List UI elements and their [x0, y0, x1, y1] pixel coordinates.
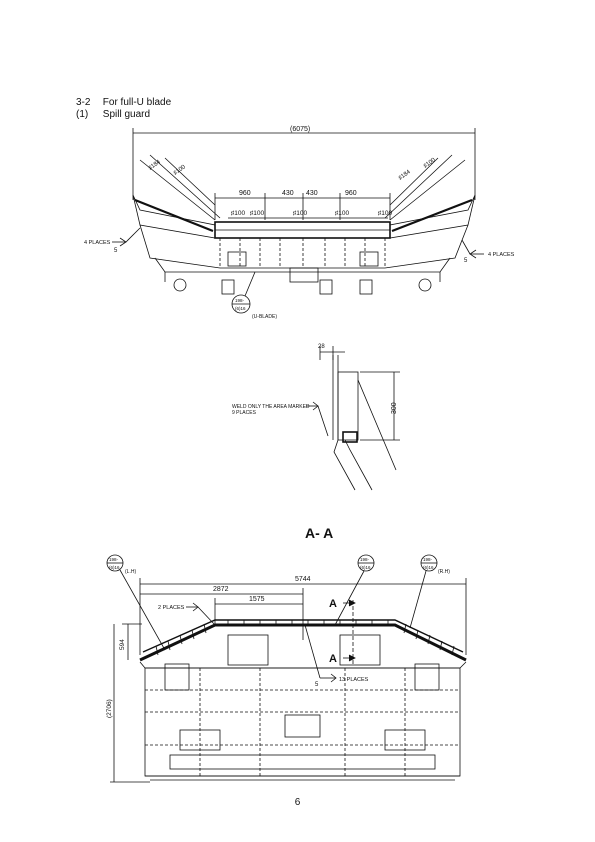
top-callout-sub: (6)16 — [235, 306, 246, 311]
right-pitch-2: ♯100 — [422, 156, 437, 170]
dim-430-right: 430 — [306, 190, 318, 197]
pitch-label-2: ♯100 — [250, 210, 264, 217]
section-title: For full-U blade — [102, 97, 172, 108]
dim-960-left: 960 — [239, 190, 251, 197]
front-left-note: 2 PLACES — [158, 605, 185, 611]
front-callout-3-sub: (6)16 — [423, 565, 434, 570]
front-callout-2-id: 198- — [360, 557, 370, 562]
top-view-drawing: (6075) 960 430 430 960 ♯100 ♯100 ♯100 ♯1… — [84, 126, 515, 320]
section-note-line1: WELD ONLY THE AREA MARKED — [232, 404, 310, 410]
top-callout-label: (U-BLADE) — [252, 314, 277, 320]
right-pitch-1: ♯184 — [397, 168, 412, 182]
top-callout-id: 198- — [235, 298, 245, 303]
front-callout-2-sub: (6)16 — [360, 565, 371, 570]
dim-960-right: 960 — [345, 190, 357, 197]
section-mark-a-bottom: A — [329, 653, 337, 665]
aa-section-title: A- A — [305, 525, 333, 541]
front-callout-1-id: 198- — [109, 557, 119, 562]
top-right-weld-size: 5 — [464, 258, 468, 264]
pitch-label-3: ♯100 — [293, 210, 307, 217]
section-heading: 3-2 For full-U blade — [76, 97, 171, 109]
front-callout-3-side: (R.H) — [438, 569, 450, 575]
subsection-title: Spill guard — [102, 109, 151, 120]
top-left-note: 4 PLACES — [84, 240, 111, 246]
page-number: 6 — [294, 797, 301, 808]
left-pitch-2: ♯100 — [172, 163, 187, 177]
top-overall-dim: (6075) — [290, 126, 310, 133]
front-callout-1-sub: (6)16 — [109, 565, 120, 570]
top-left-weld-size: 5 — [114, 248, 118, 254]
section-detail-drawing: 28 300 WELD ONLY THE AREA MARKED 9 PLACE… — [232, 344, 400, 491]
front-dim-total-height: (2706) — [106, 699, 113, 718]
section-top-dim: 28 — [318, 344, 325, 350]
dim-430-left: 430 — [282, 190, 294, 197]
front-dim-overall: 5744 — [295, 576, 311, 583]
front-callout-1-side: (L.H) — [125, 569, 136, 575]
pitch-label-4: ♯100 — [335, 210, 349, 217]
front-center-note: 13 PLACES — [339, 677, 369, 683]
section-note-line2: 9 PLACES — [232, 410, 257, 416]
section-number: 3-2 — [76, 97, 91, 108]
top-right-note: 4 PLACES — [488, 252, 515, 258]
section-height-dim: 300 — [391, 402, 398, 414]
pitch-label-5: ♯100 — [378, 210, 392, 217]
front-dim-left: 2872 — [213, 586, 229, 593]
front-callout-3-id: 198- — [423, 557, 433, 562]
front-view-drawing: 5744 2872 1575 594 (2706) — [106, 554, 467, 783]
left-pitch-1: ♯184 — [147, 158, 162, 172]
subsection-heading: (1) Spill guard — [76, 109, 150, 121]
front-dim-inner: 1575 — [249, 596, 265, 603]
front-dim-height: 594 — [119, 639, 126, 650]
section-mark-a-top: A — [329, 598, 337, 610]
front-weld-size: 5 — [315, 682, 319, 688]
subsection-number: (1) — [76, 109, 89, 120]
pitch-label-1: ♯100 — [231, 210, 245, 217]
